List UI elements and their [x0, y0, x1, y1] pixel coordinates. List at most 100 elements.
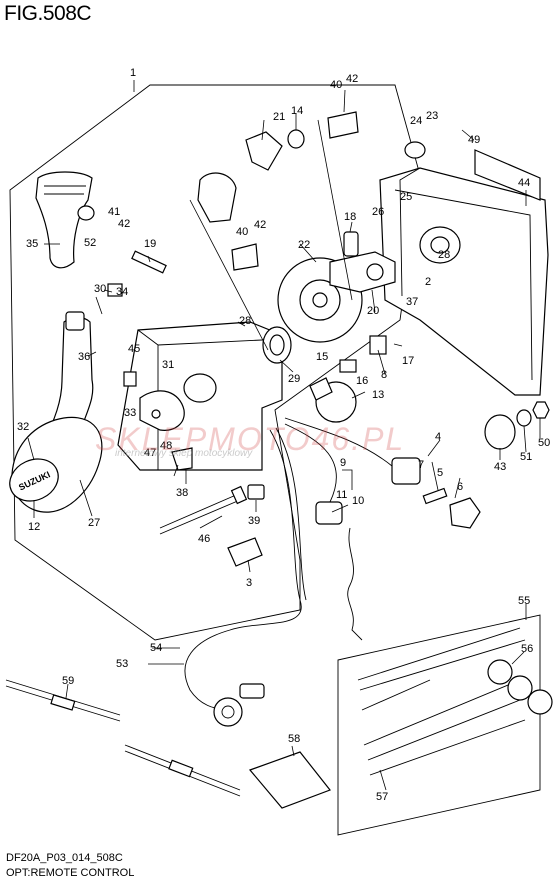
callout-52: 52: [84, 237, 96, 249]
diagram-caption: OPT:REMOTE CONTROL: [6, 867, 135, 879]
callout-53: 53: [116, 658, 128, 670]
callout-47: 47: [144, 447, 156, 459]
callout-42b: 42: [118, 218, 130, 230]
callout-51: 51: [520, 451, 532, 463]
callout-56: 56: [521, 643, 533, 655]
switch-8: [369, 335, 387, 355]
callout-57: 57: [376, 791, 388, 803]
callout-19: 19: [144, 238, 156, 250]
callout-17: 17: [402, 355, 414, 367]
callout-21: 21: [273, 111, 285, 123]
callout-10: 10: [352, 495, 364, 507]
callout-43: 43: [494, 461, 506, 473]
friction-piece: [197, 172, 237, 223]
callout-59: 59: [62, 675, 74, 687]
watermark-logo: SKLEPMOTO46.PL: [95, 421, 406, 457]
callout-4: 4: [435, 431, 441, 443]
suzuki-badge: [9, 458, 59, 502]
cable-clip: [247, 484, 265, 500]
callout-33: 33: [124, 407, 136, 419]
callout-18: 18: [344, 211, 356, 223]
cover-plate: [227, 537, 263, 567]
callout-31: 31: [162, 359, 174, 371]
callout-42c: 42: [254, 219, 266, 231]
figure-title: FIG.508C: [4, 2, 92, 25]
callout-20: 20: [367, 305, 379, 317]
assembly-1-outline: [9, 84, 421, 641]
callout-16: 16: [356, 375, 368, 387]
callout-28b: 28: [239, 315, 251, 327]
callout-8: 8: [381, 369, 387, 381]
parts-bag: [248, 751, 331, 809]
callout-26: 26: [372, 206, 384, 218]
cam-bracket-21: [245, 131, 283, 171]
callout-30: 30: [94, 283, 106, 295]
callout-12: 12: [28, 521, 40, 533]
main-wire-harness: [184, 429, 302, 709]
watermark-tagline: internetowy sklep motocyklowy: [115, 448, 253, 459]
callout-13: 13: [372, 389, 384, 401]
callout-22: 22: [298, 239, 310, 251]
callout-38: 38: [176, 487, 188, 499]
callout-29: 29: [288, 373, 300, 385]
callout-48: 48: [160, 440, 172, 452]
callout-41: 41: [108, 206, 120, 218]
holder-15: [339, 359, 357, 373]
callout-leaders: [27, 80, 541, 791]
callout-28a: 28: [438, 249, 450, 261]
callout-34: 34: [116, 286, 128, 298]
callout-42a: 42: [346, 73, 358, 85]
accessory-kit-outline: [337, 614, 541, 836]
callout-49: 49: [468, 134, 480, 146]
long-bolt: [159, 494, 241, 535]
callout-44: 44: [518, 177, 530, 189]
bracket-40b: [231, 243, 259, 271]
callout-6: 6: [457, 481, 463, 493]
bracket-40a: [327, 111, 359, 139]
callout-40b: 40: [236, 226, 248, 238]
spring-34: [107, 283, 123, 297]
stopper-45: [123, 371, 137, 387]
callout-36: 36: [78, 351, 90, 363]
callout-5: 5: [437, 467, 443, 479]
harness-connector: [213, 697, 243, 727]
callout-39: 39: [248, 515, 260, 527]
callout-45: 45: [128, 343, 140, 355]
shift-cam-plate: [139, 390, 185, 431]
trim-switch: [391, 457, 421, 485]
callout-3: 3: [246, 577, 252, 589]
callout-15: 15: [316, 351, 328, 363]
spacer-1: [487, 659, 513, 685]
callout-55: 55: [518, 595, 530, 607]
callout-54: 54: [150, 642, 162, 654]
callout-labels: 1 40 42 21 14 23 24 49 44 41 42 52 35 19…: [17, 67, 550, 803]
spacer-2: [507, 675, 533, 701]
washer-41: [77, 205, 95, 221]
callout-23: 23: [426, 110, 438, 122]
stop-switch: [315, 501, 343, 525]
bracket-47: [171, 447, 193, 471]
callout-11: 11: [336, 489, 347, 501]
spacer-3: [527, 689, 553, 715]
callout-35: 35: [26, 238, 38, 250]
diagram-code: DF20A_P03_014_508C: [6, 852, 123, 864]
callout-37: 37: [406, 296, 418, 308]
side-cover-housing: [379, 167, 549, 396]
callout-9: 9: [340, 457, 346, 469]
callout-32: 32: [17, 421, 29, 433]
switch-bracket: [329, 251, 396, 293]
callout-7: 7: [418, 459, 424, 471]
friction-washer: [484, 414, 516, 450]
lanyard-cord: [347, 527, 363, 641]
callout-14: 14: [291, 105, 303, 117]
callout-24: 24: [410, 115, 422, 127]
pin-19: [131, 250, 167, 274]
callout-58: 58: [288, 733, 300, 745]
neutral-switch: [343, 231, 359, 257]
callout-1: 1: [130, 67, 136, 79]
ignition-key: [449, 497, 481, 529]
washer-14: [287, 129, 305, 149]
cable-tie: [357, 627, 526, 711]
callout-40a: 40: [330, 79, 342, 91]
